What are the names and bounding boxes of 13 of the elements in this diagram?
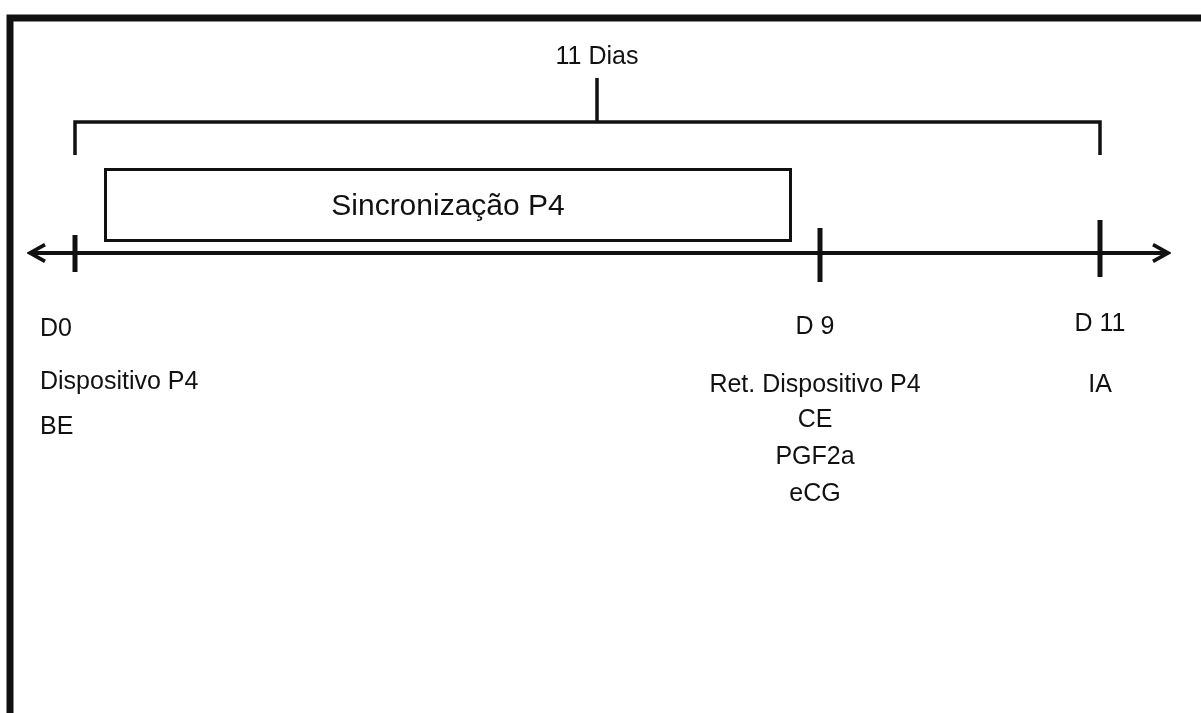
treatment-label: CE [797, 405, 833, 431]
treatment-label: eCG [789, 479, 841, 505]
phase-box [104, 168, 792, 242]
day-label: D 9 [795, 312, 835, 338]
duration-label: 11 Dias [555, 42, 639, 68]
treatment-label: Dispositivo P4 [40, 367, 199, 393]
treatment-label: Ret. Dispositivo P4 [709, 370, 921, 396]
day-label: D 11 [1074, 309, 1126, 335]
day-label: D0 [40, 314, 72, 340]
treatment-label: PGF2a [775, 442, 855, 468]
phase-label: Sincronização P4 [331, 188, 565, 222]
treatment-label: BE [40, 412, 74, 438]
treatment-label: IA [1088, 370, 1112, 396]
